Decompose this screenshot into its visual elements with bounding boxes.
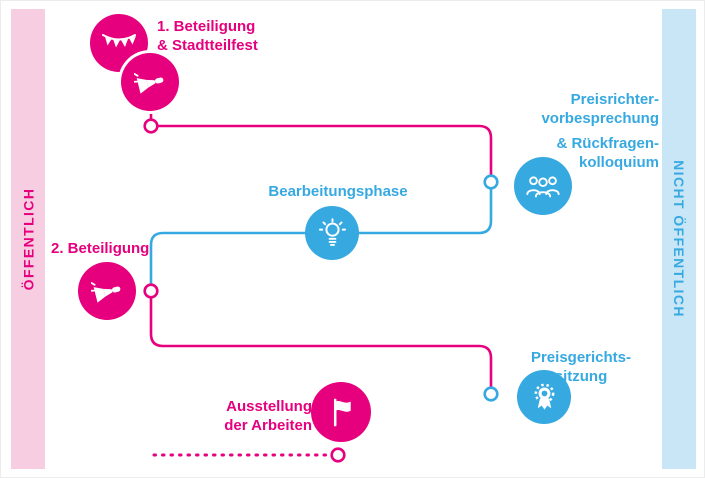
jury-briefing-label: Preisrichter- vorbesprechung & Rückfrage… [541,91,659,171]
participation2-circle [78,262,136,320]
megaphone-icon [134,73,164,94]
flag-icon [333,398,351,426]
participation1-label: 1. Beteiligung & Stadtteilfest [157,18,258,54]
public-band: ÖFFENTLICH [11,9,45,469]
exhibition-circle [311,382,371,442]
jury-session-label: Preisgerichts- sitzung [530,349,632,385]
node-exhibition [330,447,346,463]
exhibition-label: Ausstellung der Arbeiten [224,398,312,434]
participation2-label: 2. Beteiligung [51,240,150,257]
jury-people-icon [526,175,560,197]
award-icon [534,383,554,410]
node-briefing [483,174,499,190]
not-public-band: NICHT ÖFFENTLICH [662,9,696,469]
node-participation2 [143,283,159,299]
node-jury-session [483,386,499,402]
jury-session-circle [517,370,571,424]
bunting-icon [102,34,136,48]
participation1-circle [121,53,179,111]
jury-briefing-circle [514,157,572,215]
connector-participation2-to-jury-session [149,291,493,394]
work-phase-circle [305,206,359,260]
work-phase-label: Bearbeitungsphase [268,183,408,200]
node-participation1 [143,118,159,134]
megaphone-icon [91,282,121,303]
connector-participation1-to-briefing [149,101,493,182]
lightbulb-icon [318,217,346,246]
